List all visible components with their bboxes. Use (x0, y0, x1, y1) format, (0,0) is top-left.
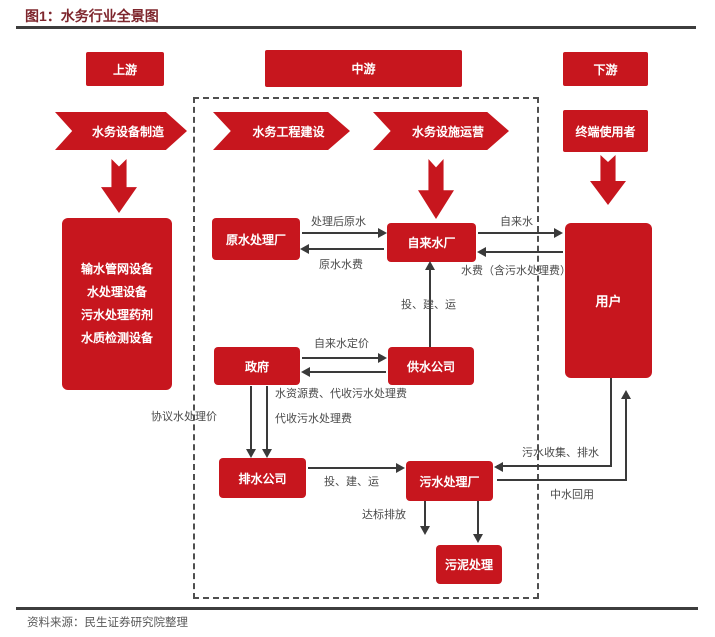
arrowhead-right-icon (396, 463, 405, 473)
edge-label-ibo-supply: 投、建、运 (401, 299, 456, 311)
edge-label-resource-fee: 水资源费、代收污水处理费 (275, 388, 407, 400)
edge-tap-water-line (478, 232, 556, 234)
midstream-dashed-frame (193, 97, 539, 599)
edge-collected-fee-line (266, 386, 268, 452)
edge-sewage-collection-hline (497, 465, 612, 467)
edge-discharge-line (424, 501, 426, 528)
arrowhead-left-icon (300, 244, 309, 254)
arrowhead-up-icon (621, 390, 631, 399)
arrowhead-left-icon (477, 247, 486, 257)
equipment-item: 水质检测设备 (80, 331, 153, 345)
stage-midstream: 中游 (265, 50, 462, 87)
banner-equipment-manufacturing: 水务设备制造 (55, 112, 187, 150)
node-raw-water-plant: 原水处理厂 (212, 218, 300, 260)
edge-label-ibo-drainage: 投、建、运 (324, 476, 379, 488)
node-drainage-company: 排水公司 (219, 458, 306, 498)
edge-label-sewage-collection: 污水收集、排水 (522, 447, 599, 459)
edge-label-tap-water-pricing: 自来水定价 (314, 338, 369, 350)
edge-label-agreement-price: 协议水处理价 (151, 411, 217, 423)
edge-ibo-supply-line (429, 268, 431, 347)
node-tap-water-plant: 自来水厂 (387, 223, 476, 262)
figure-title: 图1：水务行业全景图 (25, 8, 159, 24)
down-block-arrow-end-user (590, 155, 626, 205)
stage-upstream: 上游 (86, 52, 164, 86)
arrowhead-right-icon (378, 228, 387, 238)
edge-ibo-drainage-line (308, 467, 398, 469)
arrowhead-down-icon (262, 449, 272, 458)
edge-water-fee-line (485, 251, 563, 253)
edge-reclaimed-hline (497, 479, 627, 481)
banner-facility-operation: 水务设施运营 (373, 112, 509, 150)
title-divider (16, 26, 696, 29)
node-sewage-treatment-plant: 污水处理厂 (406, 461, 493, 501)
node-government: 政府 (214, 347, 300, 385)
edge-sewage-collection-vline (610, 378, 612, 467)
arrowhead-up-icon (425, 261, 435, 270)
node-sludge-treatment: 污泥处理 (436, 545, 502, 584)
equipment-item: 水处理设备 (86, 285, 147, 299)
equipment-item: 输水管网设备 (80, 262, 153, 276)
node-water-supply-company: 供水公司 (388, 347, 474, 385)
node-equipment-list: 输水管网设备 水处理设备 污水处理药剂 水质检测设备 (62, 218, 172, 390)
edge-label-collected-fee: 代收污水处理费 (275, 413, 352, 425)
footer-divider (16, 607, 698, 610)
node-end-user-header: 终端使用者 (563, 110, 648, 152)
arrowhead-left-icon (494, 462, 503, 472)
edge-reclaimed-vline (625, 398, 627, 480)
edge-label-water-fee: 水费（含污水处理费） (461, 265, 571, 277)
edge-resource-fee-line (309, 371, 386, 373)
equipment-item: 污水处理药剂 (80, 308, 153, 322)
edge-label-reclaimed-water: 中水回用 (550, 489, 594, 501)
arrowhead-down-icon (473, 534, 483, 543)
edge-agreement-price-line (250, 386, 252, 452)
edge-label-raw-water-fee: 原水水费 (319, 259, 363, 271)
arrowhead-right-icon (378, 353, 387, 363)
source-note: 资料来源：民生证券研究院整理 (27, 617, 188, 629)
edge-treated-raw-water-line (302, 232, 380, 234)
node-user: 用户 (565, 223, 652, 378)
arrowhead-down-icon (246, 449, 256, 458)
down-block-arrow-upstream (101, 159, 137, 213)
arrowhead-right-icon (554, 228, 563, 238)
edge-label-tap-water: 自来水 (500, 216, 533, 228)
arrowhead-down-icon (420, 526, 430, 535)
edge-raw-water-fee-line (308, 248, 384, 250)
banner-engineering-construction: 水务工程建设 (213, 112, 350, 150)
stage-downstream: 下游 (563, 52, 648, 86)
edge-label-treated-raw-water: 处理后原水 (311, 216, 366, 228)
edge-sludge-line (477, 501, 479, 535)
edge-label-standard-discharge: 达标排放 (362, 509, 406, 521)
arrowhead-left-icon (301, 367, 310, 377)
edge-pricing-line (302, 357, 380, 359)
